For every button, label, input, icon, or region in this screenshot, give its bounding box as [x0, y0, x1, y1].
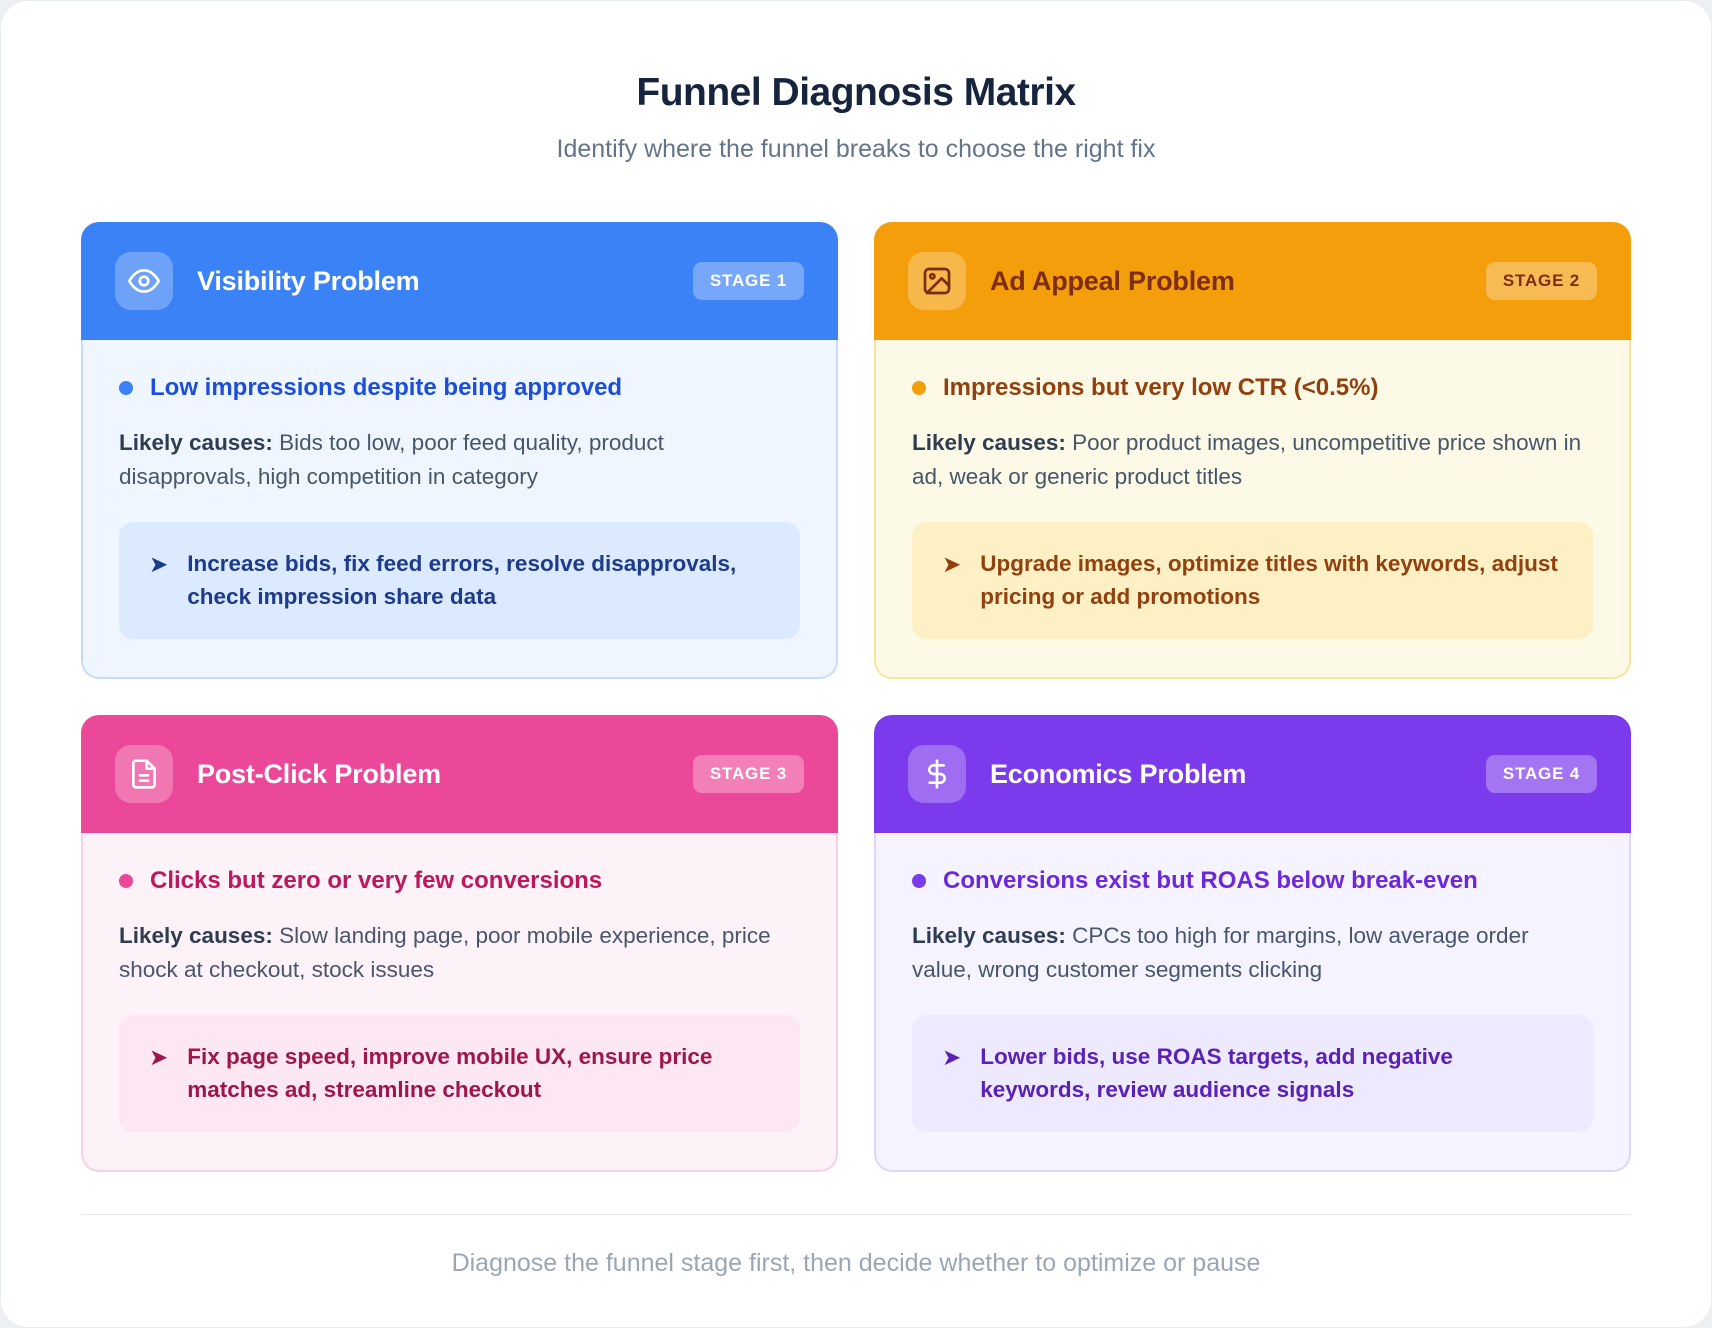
symptom-text: Low impressions despite being approved — [150, 374, 623, 401]
likely-causes-text: Slow landing page, poor mobile experienc… — [119, 923, 771, 982]
dollar-icon — [908, 745, 966, 803]
page-subtitle: Identify where the funnel breaks to choo… — [556, 135, 1156, 163]
stage-badge: STAGE 1 — [692, 262, 804, 300]
card-grid: Visibility Problem STAGE 1 Low impressio… — [81, 222, 1631, 1172]
card-body: Conversions exist but ROAS below break-e… — [874, 833, 1631, 1172]
card-title: Ad Appeal Problem — [990, 265, 1235, 296]
symptom-row: Clicks but zero or very few conversions — [119, 867, 800, 895]
fix-box: ➤ Upgrade images, optimize titles with k… — [912, 521, 1593, 639]
page-header: Funnel Diagnosis Matrix Identify where t… — [1, 71, 1711, 164]
likely-causes: Likely causes: Poor product images, unco… — [912, 426, 1593, 494]
bullet-dot-icon — [912, 874, 926, 888]
bullet-dot-icon — [119, 381, 133, 395]
arrow-icon: ➤ — [149, 550, 169, 577]
likely-causes-label: Likely causes: — [912, 923, 1066, 948]
arrow-icon: ➤ — [149, 1043, 169, 1070]
image-icon — [908, 252, 966, 310]
document-icon — [115, 745, 173, 803]
fix-text: Fix page speed, improve mobile UX, ensur… — [187, 1043, 713, 1103]
likely-causes-text: Poor product images, uncompetitive price… — [912, 430, 1582, 489]
fix-box: ➤ Lower bids, use ROAS targets, add nega… — [912, 1014, 1593, 1132]
symptom-row: Low impressions despite being approved — [119, 374, 800, 402]
stage-badge: STAGE 4 — [1485, 755, 1597, 793]
likely-causes: Likely causes: CPCs too high for margins… — [912, 919, 1593, 987]
card-economics-problem: Economics Problem STAGE 4 Conversions ex… — [874, 715, 1631, 1172]
page-title: Funnel Diagnosis Matrix — [636, 71, 1076, 114]
card-header: Post-Click Problem STAGE 3 — [81, 715, 838, 833]
card-header: Visibility Problem STAGE 1 — [81, 222, 838, 340]
card-body: Clicks but zero or very few conversions … — [81, 833, 838, 1172]
symptom-row: Conversions exist but ROAS below break-e… — [912, 867, 1593, 895]
card-post-click-problem: Post-Click Problem STAGE 3 Clicks but ze… — [81, 715, 838, 1172]
symptom-text: Impressions but very low CTR (<0.5%) — [943, 374, 1379, 401]
symptom-text: Conversions exist but ROAS below break-e… — [943, 867, 1478, 894]
likely-causes-text: Bids too low, poor feed quality, product… — [119, 430, 664, 489]
likely-causes-text: CPCs too high for margins, low average o… — [912, 923, 1529, 982]
card-title: Visibility Problem — [197, 265, 420, 296]
card-header: Economics Problem STAGE 4 — [874, 715, 1631, 833]
stage-badge: STAGE 3 — [692, 755, 804, 793]
card-ad-appeal-problem: Ad Appeal Problem STAGE 2 Impressions bu… — [874, 222, 1631, 679]
card-title: Post-Click Problem — [197, 758, 441, 789]
arrow-icon: ➤ — [942, 1043, 962, 1070]
stage-badge: STAGE 2 — [1485, 262, 1597, 300]
card-visibility-problem: Visibility Problem STAGE 1 Low impressio… — [81, 222, 838, 679]
card-body: Low impressions despite being approved L… — [81, 340, 838, 679]
arrow-icon: ➤ — [942, 550, 962, 577]
bullet-dot-icon — [912, 381, 926, 395]
symptom-row: Impressions but very low CTR (<0.5%) — [912, 374, 1593, 402]
card-header: Ad Appeal Problem STAGE 2 — [874, 222, 1631, 340]
footer-note: Diagnose the funnel stage first, then de… — [451, 1249, 1261, 1277]
likely-causes-label: Likely causes: — [119, 430, 273, 455]
likely-causes: Likely causes: Bids too low, poor feed q… — [119, 426, 800, 494]
card-title: Economics Problem — [990, 758, 1247, 789]
bullet-dot-icon — [119, 874, 133, 888]
likely-causes-label: Likely causes: — [912, 430, 1066, 455]
fix-text: Increase bids, fix feed errors, resolve … — [187, 550, 737, 610]
fix-text: Upgrade images, optimize titles with key… — [980, 550, 1558, 610]
eye-icon — [115, 252, 173, 310]
fix-box: ➤ Increase bids, fix feed errors, resolv… — [119, 521, 800, 639]
likely-causes: Likely causes: Slow landing page, poor m… — [119, 919, 800, 987]
likely-causes-label: Likely causes: — [119, 923, 273, 948]
symptom-text: Clicks but zero or very few conversions — [150, 867, 603, 894]
fix-box: ➤ Fix page speed, improve mobile UX, ens… — [119, 1014, 800, 1132]
card-body: Impressions but very low CTR (<0.5%) Lik… — [874, 340, 1631, 679]
fix-text: Lower bids, use ROAS targets, add negati… — [980, 1043, 1453, 1103]
footer-divider — [81, 1214, 1631, 1215]
